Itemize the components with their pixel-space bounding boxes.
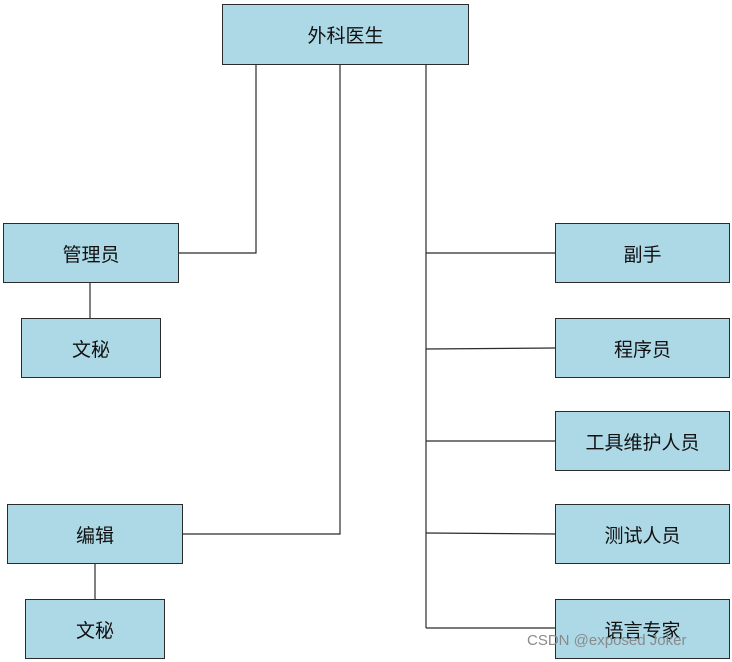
node-surgeon-label: 外科医生 [307, 25, 384, 47]
node-assistant-label: 副手 [623, 243, 662, 266]
node-manager: 管理员 [3, 223, 179, 283]
connector-root-editor [183, 65, 341, 535]
node-tester: 测试人员 [555, 504, 730, 564]
node-language-lawyer: 语言专家 [555, 599, 730, 659]
node-programmer: 程序员 [555, 318, 730, 378]
connector-root-manager [179, 65, 257, 254]
node-manager-secretary-label: 文秘 [71, 338, 110, 361]
node-editor-label: 编辑 [75, 524, 114, 547]
node-surgeon: 外科医生 [222, 4, 469, 65]
node-editor-secretary-label: 文秘 [75, 619, 114, 642]
node-editor: 编辑 [7, 504, 183, 564]
node-editor-secretary: 文秘 [25, 599, 165, 659]
node-toolsmith: 工具维护人员 [555, 411, 730, 471]
node-toolsmith-label: 工具维护人员 [585, 431, 700, 454]
node-language-lawyer-label: 语言专家 [604, 619, 681, 642]
node-manager-secretary: 文秘 [21, 318, 161, 378]
node-tester-label: 测试人员 [604, 524, 681, 547]
watermark: CSDN @exposed Joker [527, 632, 687, 649]
node-programmer-label: 程序员 [613, 338, 671, 361]
node-assistant: 副手 [555, 223, 730, 283]
connector-trunk-tester [425, 532, 556, 535]
node-manager-label: 管理员 [62, 243, 120, 266]
connector-trunk-programmer [425, 347, 556, 350]
